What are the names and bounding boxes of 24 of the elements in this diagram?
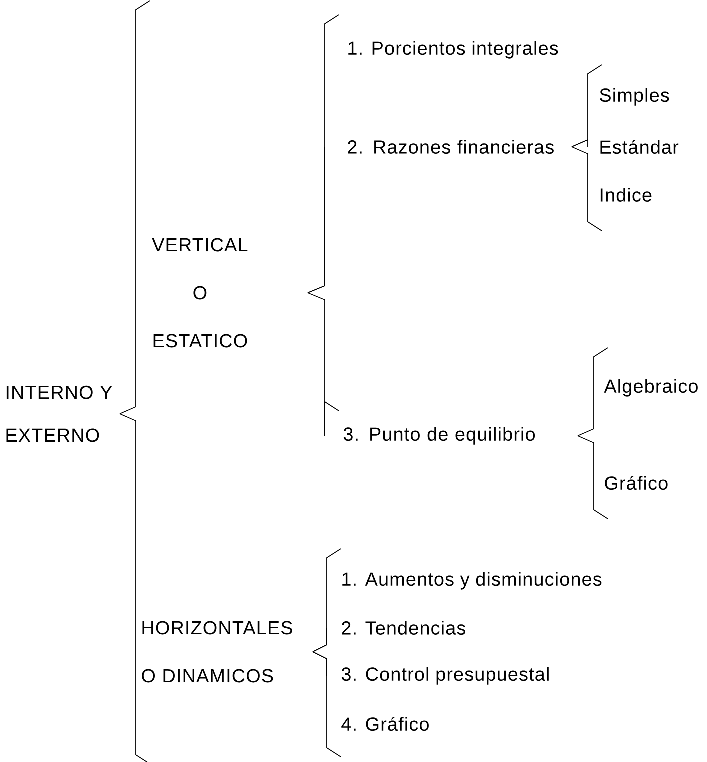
brace-line <box>312 628 328 652</box>
brace-line <box>578 388 594 436</box>
branch-text: Estándar <box>600 140 679 154</box>
branch-text: HORIZONTALES O DINAMICOS <box>142 621 292 683</box>
brace-line <box>572 139 588 148</box>
branch-text: 3. Control presupuestal <box>342 667 549 685</box>
branch-text: 2. Tendencias <box>342 621 466 635</box>
branch-text: 2. Razones financieras <box>348 140 554 154</box>
brace-line <box>120 292 136 414</box>
branch-text: 3. Punto de equilibrio <box>344 427 536 445</box>
brace-line <box>120 414 136 652</box>
branch-text: Algebraico <box>604 379 698 397</box>
branch-text: 4. Gráfico <box>342 716 429 732</box>
brace-line <box>312 652 328 724</box>
brace-line <box>578 436 594 484</box>
branch-text: Gráfico <box>605 476 668 490</box>
branch-text: Indice <box>600 188 652 202</box>
branch-text: VERTICAL O ESTATICO <box>152 238 248 348</box>
branch-text: Simples <box>600 88 670 106</box>
branch-text: 1. Aumentos y disminuciones <box>342 572 602 590</box>
branch-text: INTERNO Y EXTERNO <box>6 386 112 442</box>
branch-text: 1. Porcientos integrales <box>348 41 558 59</box>
brace-line <box>308 146 326 294</box>
brace-line <box>572 146 588 196</box>
